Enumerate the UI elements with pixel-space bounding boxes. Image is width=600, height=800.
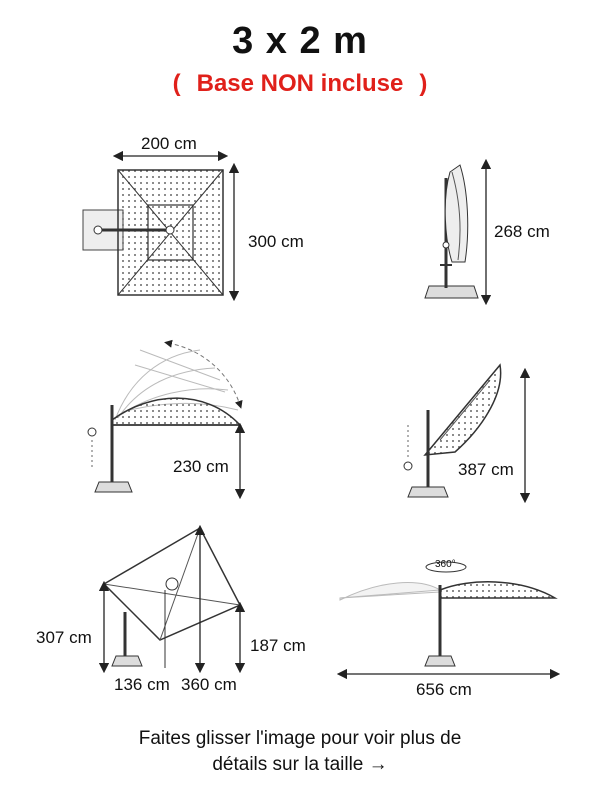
subtitle-close-paren: ) <box>419 70 428 97</box>
full-height-label: 307 cm <box>36 628 92 647</box>
swipe-hint: Faites glisser l'image pour voir plus de… <box>0 726 600 778</box>
canopy-edge-height-label: 187 cm <box>250 636 306 655</box>
subtitle-open-paren: ( <box>172 70 181 97</box>
base-not-included-note: ( Base NON incluse) <box>0 70 600 98</box>
rotation-diagram <box>336 561 561 680</box>
top-view-diagram <box>82 150 240 302</box>
swing-span-label: 656 cm <box>416 680 472 699</box>
folded-view-diagram <box>424 158 492 306</box>
tilt-view-diagram <box>87 339 246 500</box>
diagonal-label: 360 cm <box>181 675 237 694</box>
subtitle-text: Base NON incluse <box>196 70 404 97</box>
swipe-hint-line1: Faites glisser l'image pour voir plus de <box>138 728 462 749</box>
tilt-height-label: 230 cm <box>173 457 229 476</box>
top-length-label: 300 cm <box>248 232 304 251</box>
perspective-diagram <box>98 524 246 674</box>
rotation-label: 360° <box>435 559 456 570</box>
vertical-tilt-height-label: 387 cm <box>458 460 514 479</box>
folded-height-label: 268 cm <box>494 222 550 241</box>
swipe-hint-line2: détails sur la taille → <box>212 754 388 775</box>
page-title: 3 x 2 m <box>232 20 368 62</box>
vertical-tilt-diagram <box>403 363 531 504</box>
top-width-label: 200 cm <box>141 134 197 153</box>
pole-offset-label: 136 cm <box>114 675 170 694</box>
